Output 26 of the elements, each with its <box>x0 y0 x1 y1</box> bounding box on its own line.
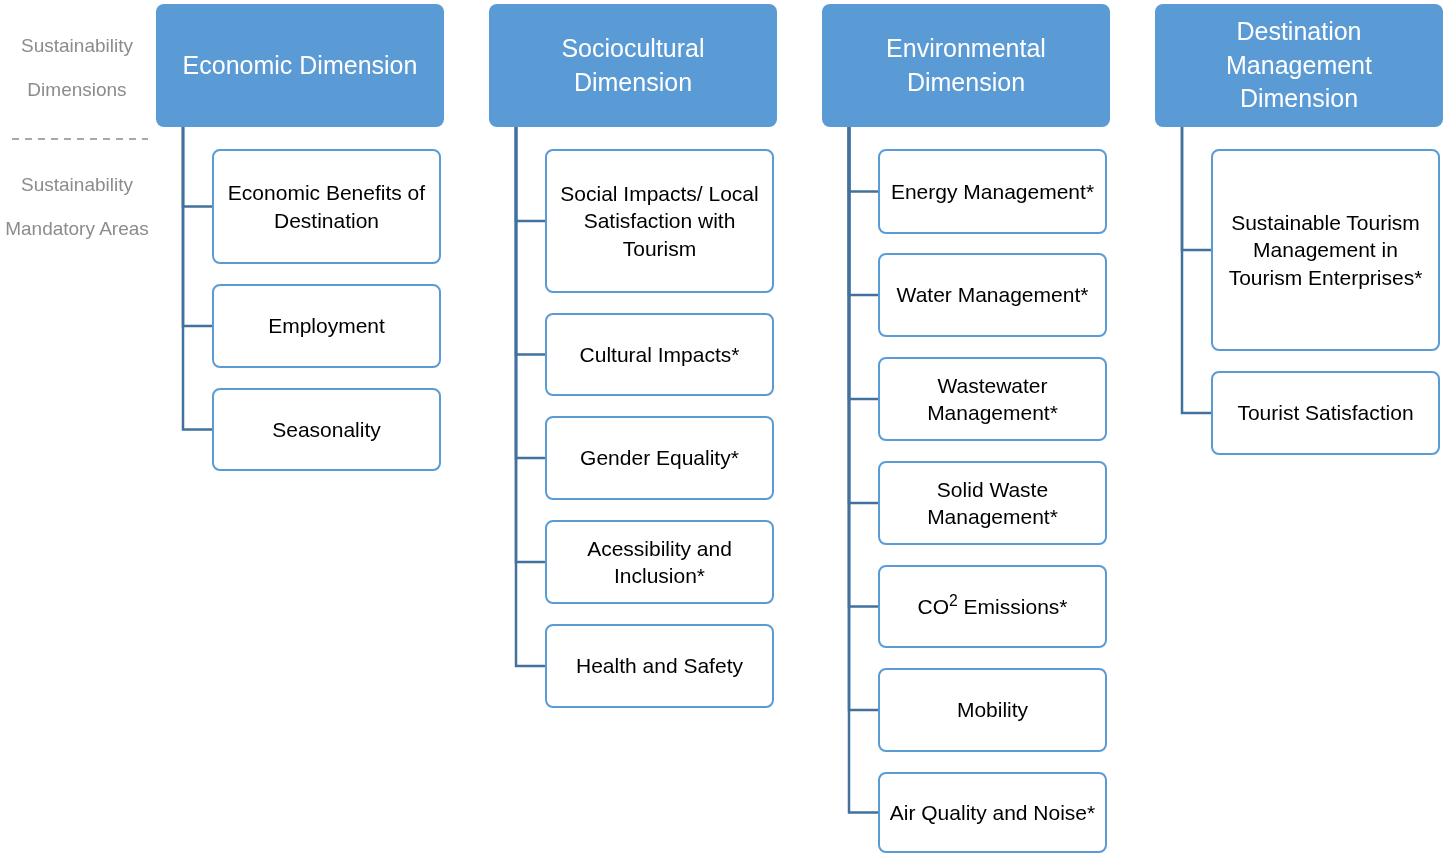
area-box: Energy Management* <box>878 149 1107 234</box>
dimension-header: Environmental Dimension <box>822 4 1110 127</box>
area-box: Solid Waste Management* <box>878 461 1107 545</box>
dimension-header: Destination Management Dimension <box>1155 4 1443 127</box>
area-box: Tourist Satisfaction <box>1211 371 1440 455</box>
area-box: CO$^{2}$ Emissions* <box>878 565 1107 648</box>
area-box: Wastewater Management* <box>878 357 1107 441</box>
area-box: Acessibility and Inclusion* <box>545 520 774 604</box>
area-box: Cultural Impacts* <box>545 313 774 396</box>
area-box: Health and Safety <box>545 624 774 708</box>
area-box: Sustainable Tourism Management in Tourism Enterprises* <box>1211 149 1440 351</box>
connector-line <box>1180 127 1211 415</box>
area-box: Water Management* <box>878 253 1107 337</box>
area-box: Employment <box>212 284 441 368</box>
area-box: Mobility <box>878 668 1107 752</box>
area-box: Economic Benefits of Destination <box>212 149 441 264</box>
area-box: Gender Equality* <box>545 416 774 500</box>
area-box: Seasonality <box>212 388 441 471</box>
area-box: Social Impacts/ Local Satisfaction with Tourism <box>545 149 774 293</box>
dimension-header: Sociocultural Dimension <box>489 4 777 127</box>
connector-line <box>181 127 212 431</box>
side-label: Sustainability Dimensions <box>20 34 134 102</box>
dimension-header: Economic Dimension <box>156 4 444 127</box>
area-box: Air Quality and Noise* <box>878 772 1107 853</box>
connector-line <box>514 127 545 668</box>
side-label: Sustainability Mandatory Areas <box>4 173 150 241</box>
